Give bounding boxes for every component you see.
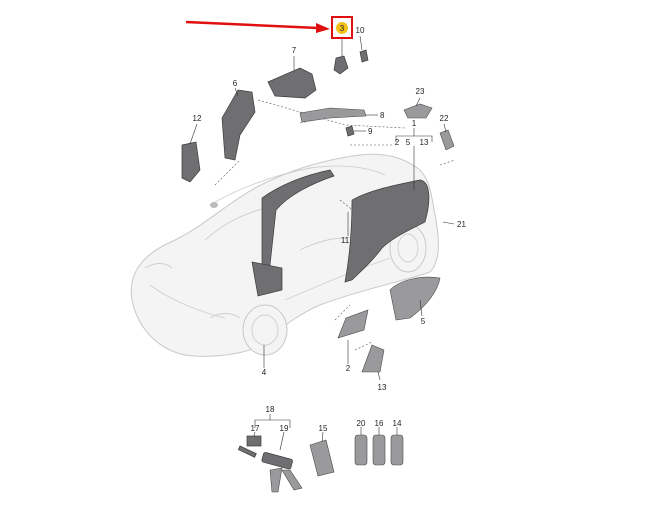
callout-labels: 3 10 7 6 8 9 12 23 22 1 2 5 13 21 11 5 4… (193, 24, 467, 433)
callout-17[interactable]: 17 (251, 424, 260, 433)
callout-3[interactable]: 3 (340, 24, 345, 33)
highlight-arrow (185, 20, 319, 30)
callout-5-group[interactable]: 5 (406, 138, 411, 147)
part-4-a-pillar (251, 169, 335, 297)
callout-2[interactable]: 2 (346, 364, 351, 373)
part-23-bracket (403, 103, 433, 119)
part-7-trim (267, 67, 317, 99)
part-13-bracket (361, 344, 385, 373)
part-9-clip (345, 125, 355, 137)
highlight-arrowhead (316, 23, 330, 33)
callout-2-group[interactable]: 2 (395, 138, 400, 147)
callout-8[interactable]: 8 (380, 111, 385, 120)
part-3-clip (333, 55, 349, 75)
highlight-marker (336, 22, 348, 34)
callout-12[interactable]: 12 (193, 114, 202, 123)
callout-9[interactable]: 9 (368, 127, 373, 136)
highlight-group (185, 16, 353, 39)
kit-items (237, 434, 404, 493)
callout-6[interactable]: 6 (233, 79, 238, 88)
highlight-box (331, 16, 353, 39)
callout-14[interactable]: 14 (393, 419, 402, 428)
part-8-strip (299, 107, 367, 123)
callout-4[interactable]: 4 (262, 368, 267, 377)
part-6-pillar (221, 89, 256, 161)
callout-20[interactable]: 20 (357, 419, 366, 428)
callout-10[interactable]: 10 (356, 26, 365, 35)
callout-23[interactable]: 23 (416, 87, 425, 96)
callout-7[interactable]: 7 (292, 46, 297, 55)
part-10-clip (359, 49, 369, 63)
callout-21[interactable]: 21 (457, 220, 466, 229)
callout-16[interactable]: 16 (375, 419, 384, 428)
part-1-quarter-panel (344, 179, 430, 283)
part-22-bracket (439, 129, 455, 151)
callout-13-group[interactable]: 13 (420, 138, 429, 147)
part-5-wheel-liner (389, 276, 441, 321)
callout-22[interactable]: 22 (440, 114, 449, 123)
callout-19[interactable]: 19 (280, 424, 289, 433)
leader-lines (189, 35, 455, 451)
part-2-bracket (337, 309, 369, 339)
callout-18[interactable]: 18 (266, 405, 275, 414)
part-12-trim (181, 141, 201, 183)
callout-11[interactable]: 11 (341, 236, 350, 245)
callout-15[interactable]: 15 (319, 424, 328, 433)
callout-1[interactable]: 1 (412, 119, 417, 128)
callout-13[interactable]: 13 (378, 383, 387, 392)
callout-5[interactable]: 5 (421, 317, 426, 326)
